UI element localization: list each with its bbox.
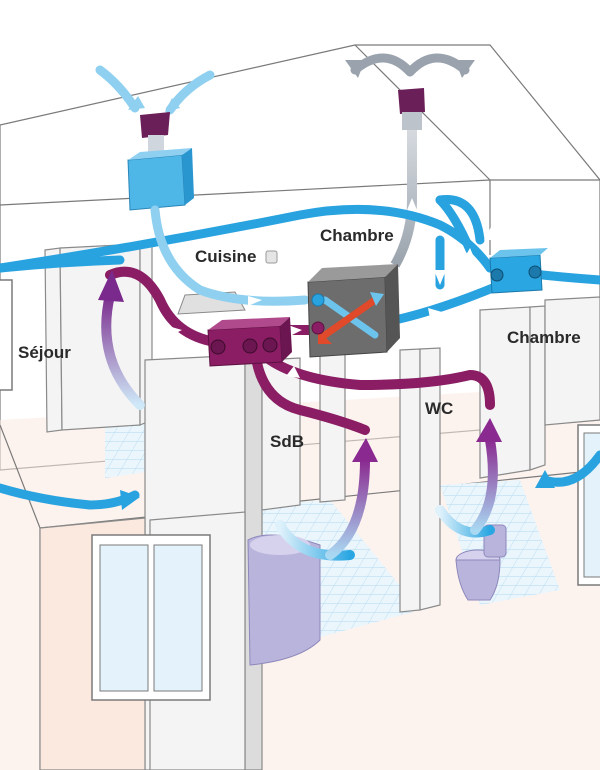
room-label-sejour: Séjour: [18, 343, 71, 362]
fresh-inlet-right: [535, 470, 555, 488]
air-intake-icon: [95, 65, 215, 157]
room-label-sdb: SdB: [270, 432, 304, 451]
left-window: [0, 279, 13, 391]
fresh-arrow-3: [484, 225, 498, 240]
fresh-arrow-4: [462, 248, 476, 262]
stale-arrow-3: [286, 366, 300, 378]
intake-box: [127, 148, 194, 211]
exhaust-vent-icon: [345, 53, 475, 130]
fresh-arrow-1: [248, 296, 262, 306]
fresh-flow-bath-2: [435, 505, 495, 538]
extraction-box-icon: [207, 317, 292, 367]
room-label-wc: WC: [425, 399, 453, 418]
fresh-arrow-5: [434, 270, 446, 285]
right-window: [577, 424, 600, 586]
heat-exchanger-icon: [307, 264, 400, 358]
room-label-chambre-right: Chambre: [507, 328, 581, 347]
stale-arrow-1: [168, 326, 182, 336]
fresh-air-ducts: [0, 195, 600, 510]
stale-air-flows: [98, 270, 502, 560]
stale-arrow-2: [288, 325, 302, 336]
fresh-inlet-left: [120, 490, 140, 510]
fresh-arrow-2: [428, 308, 442, 318]
distribution-box-icon: [489, 248, 548, 294]
socket-icon: [265, 250, 278, 264]
french-window: [91, 534, 211, 701]
exhaust-duct: [390, 130, 417, 268]
room-label-chambre-top: Chambre: [320, 226, 394, 245]
room-label-cuisine: Cuisine: [195, 247, 256, 266]
fresh-flow-bath: [275, 520, 355, 561]
